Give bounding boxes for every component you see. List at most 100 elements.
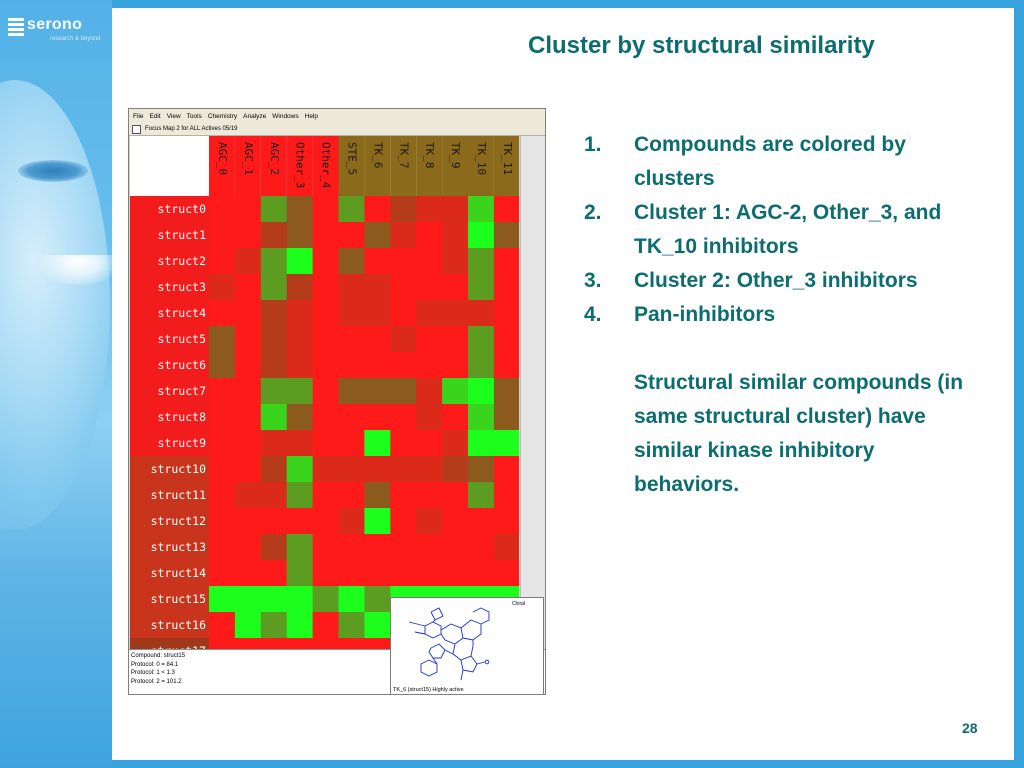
heatmap-cell[interactable] [416, 248, 443, 275]
heatmap-cell[interactable] [416, 274, 443, 301]
row-label[interactable]: struct15 [151, 592, 206, 606]
heatmap-cell[interactable] [286, 534, 314, 561]
heatmap-cell[interactable] [260, 222, 288, 249]
row-label[interactable]: struct6 [158, 358, 207, 372]
heatmap-cell[interactable] [468, 326, 495, 353]
heatmap-cell[interactable] [390, 482, 417, 509]
heatmap-cell[interactable] [493, 196, 519, 223]
heatmap-cell[interactable] [286, 352, 314, 379]
heatmap-cell[interactable] [416, 222, 443, 249]
heatmap-cell[interactable] [493, 456, 519, 483]
heatmap-cell[interactable] [364, 586, 391, 613]
heatmap-cell[interactable] [442, 274, 469, 301]
heatmap-cell[interactable] [493, 248, 519, 275]
heatmap-cell[interactable] [338, 352, 365, 379]
heatmap-cell[interactable] [468, 560, 495, 587]
heatmap-cell[interactable] [493, 508, 519, 535]
heatmap-cell[interactable] [209, 612, 236, 639]
heatmap-cell[interactable] [468, 300, 495, 327]
row-label[interactable]: struct3 [158, 280, 207, 294]
heatmap-cell[interactable] [416, 300, 443, 327]
heatmap-cell[interactable] [260, 430, 288, 457]
menu-chemistry[interactable]: Chemistry [207, 112, 238, 120]
heatmap-cell[interactable] [468, 508, 495, 535]
heatmap-cell[interactable] [493, 404, 519, 431]
heatmap-cell[interactable] [209, 378, 236, 405]
row-label[interactable]: struct14 [151, 566, 206, 580]
heatmap-cell[interactable] [312, 222, 339, 249]
column-header[interactable]: TK_8 [423, 142, 436, 169]
heatmap-cell[interactable] [493, 378, 519, 405]
heatmap-cell[interactable] [312, 300, 339, 327]
heatmap-cell[interactable] [468, 378, 495, 405]
heatmap-cell[interactable] [286, 404, 314, 431]
heatmap-cell[interactable] [209, 248, 236, 275]
heatmap-cell[interactable] [416, 560, 443, 587]
heatmap-cell[interactable] [364, 352, 391, 379]
heatmap-cell[interactable] [260, 560, 288, 587]
heatmap-cell[interactable] [338, 508, 365, 535]
heatmap-cell[interactable] [390, 274, 417, 301]
heatmap-cell[interactable] [338, 560, 365, 587]
heatmap-cell[interactable] [468, 196, 495, 223]
heatmap-cell[interactable] [234, 508, 262, 535]
heatmap-cell[interactable] [493, 352, 519, 379]
heatmap-cell[interactable] [442, 222, 469, 249]
heatmap-cell[interactable] [468, 352, 495, 379]
heatmap-cell[interactable] [209, 196, 236, 223]
heatmap-cell[interactable] [338, 196, 365, 223]
heatmap-cell[interactable] [234, 560, 262, 587]
heatmap-cell[interactable] [390, 508, 417, 535]
menu-tools[interactable]: Tools [186, 112, 202, 120]
menu-edit[interactable]: Edit [149, 112, 161, 120]
heatmap-cell[interactable] [493, 482, 519, 509]
heatmap-cell[interactable] [312, 248, 339, 275]
row-label[interactable]: struct12 [151, 514, 206, 528]
window-checkbox[interactable] [132, 124, 141, 134]
row-label[interactable]: struct11 [151, 488, 206, 502]
heatmap-cell[interactable] [364, 404, 391, 431]
heatmap-cell[interactable] [364, 430, 391, 457]
heatmap-cell[interactable] [338, 456, 365, 483]
heatmap-cell[interactable] [312, 560, 339, 587]
heatmap-cell[interactable] [390, 560, 417, 587]
heatmap-cell[interactable] [364, 248, 391, 275]
heatmap-cell[interactable] [260, 508, 288, 535]
heatmap-cell[interactable] [286, 612, 314, 639]
heatmap-cell[interactable] [286, 430, 314, 457]
heatmap-cell[interactable] [493, 326, 519, 353]
heatmap-cell[interactable] [260, 300, 288, 327]
heatmap-cell[interactable] [442, 482, 469, 509]
heatmap-cell[interactable] [364, 482, 391, 509]
heatmap-cell[interactable] [493, 222, 519, 249]
heatmap-cell[interactable] [416, 352, 443, 379]
heatmap-cell[interactable] [234, 612, 262, 639]
heatmap-cell[interactable] [338, 326, 365, 353]
heatmap-cell[interactable] [442, 248, 469, 275]
heatmap-cell[interactable] [493, 274, 519, 301]
heatmap-cell[interactable] [234, 274, 262, 301]
heatmap-cell[interactable] [416, 456, 443, 483]
heatmap-cell[interactable] [286, 378, 314, 405]
heatmap-cell[interactable] [442, 326, 469, 353]
heatmap-cell[interactable] [260, 248, 288, 275]
heatmap-cell[interactable] [364, 534, 391, 561]
heatmap-cell[interactable] [234, 326, 262, 353]
column-header[interactable]: TK_9 [449, 142, 462, 169]
heatmap-cell[interactable] [209, 534, 236, 561]
heatmap-cell[interactable] [338, 586, 365, 613]
heatmap-cell[interactable] [209, 430, 236, 457]
heatmap-cell[interactable] [468, 248, 495, 275]
heatmap-cell[interactable] [364, 222, 391, 249]
heatmap-cell[interactable] [312, 404, 339, 431]
heatmap-cell[interactable] [390, 430, 417, 457]
heatmap-cell[interactable] [416, 482, 443, 509]
heatmap-cell[interactable] [286, 326, 314, 353]
heatmap-cell[interactable] [286, 508, 314, 535]
heatmap-cell[interactable] [312, 534, 339, 561]
column-header[interactable]: STE_5 [345, 142, 358, 175]
column-header[interactable]: Other_4 [320, 142, 333, 189]
heatmap-cell[interactable] [209, 456, 236, 483]
heatmap-cell[interactable] [312, 612, 339, 639]
heatmap-cell[interactable] [442, 404, 469, 431]
